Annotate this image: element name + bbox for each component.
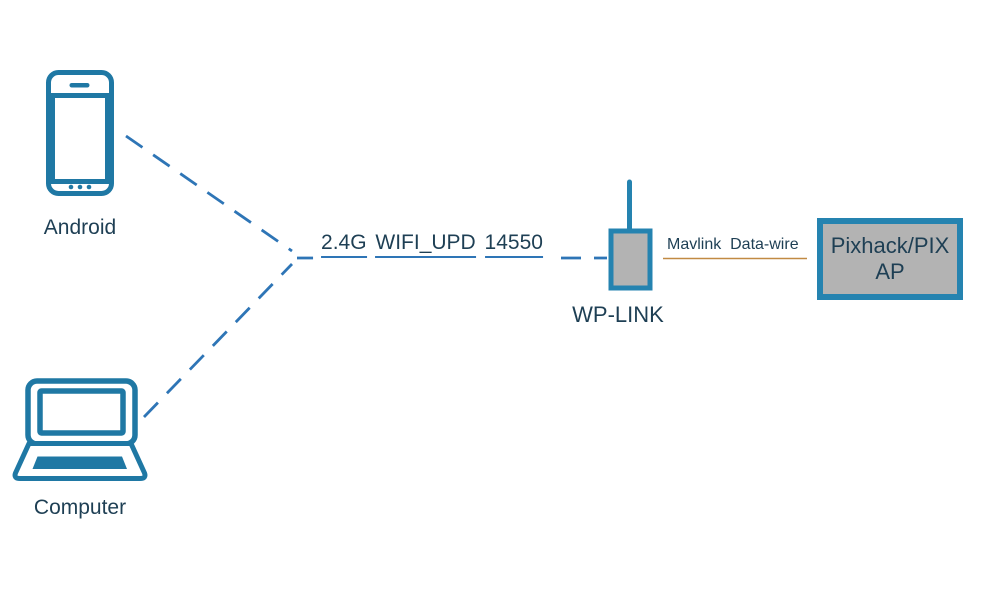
pixhack-label: Pixhack/PIX AP: [817, 218, 963, 300]
wifi-link-label: 2.4G WIFI_UPD 14550: [313, 231, 551, 261]
wifi-label-word-3: 14550: [484, 231, 543, 259]
wifi-label-word-1: 2.4G: [321, 231, 367, 259]
wifi-dash-from-computer: [142, 263, 294, 418]
wplink-label: WP-LINK: [572, 302, 664, 327]
laptop-icon: [12, 378, 148, 481]
flight-controller-box: [817, 218, 963, 300]
radio-module-antenna-icon: [608, 179, 653, 291]
android-label: Android: [43, 216, 117, 239]
mavlink-wire-label: Mavlink Data-wire: [667, 236, 799, 253]
computer-label: Computer: [33, 496, 127, 519]
wifi-dash-from-android: [125, 134, 293, 253]
pixhack-label-line2: AP: [875, 259, 905, 284]
wifi-label-word-2: WIFI_UPD: [375, 231, 476, 259]
pixhack-label-line1: Pixhack/PIX: [830, 233, 950, 258]
smartphone-icon: [46, 70, 114, 196]
